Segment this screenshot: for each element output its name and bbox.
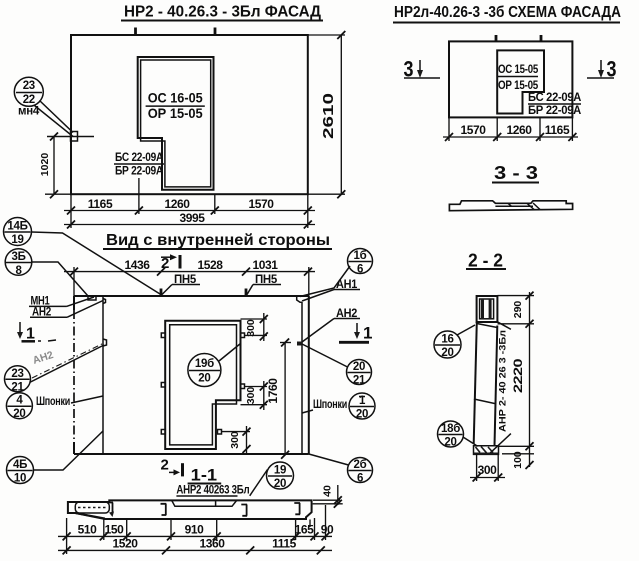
svg-text:НР2л-40.26-3 -3б СХЕМА ФАСАДА: НР2л-40.26-3 -3б СХЕМА ФАСАДА (394, 4, 621, 21)
svg-text:23: 23 (23, 80, 35, 92)
svg-text:1165: 1165 (545, 123, 570, 137)
svg-text:2: 2 (161, 457, 169, 474)
svg-text:910: 910 (185, 523, 205, 537)
svg-text:ПН5: ПН5 (174, 274, 197, 286)
svg-text:НР2 - 40.26.3 - 3Бл ФАСАД: НР2 - 40.26.3 - 3Бл ФАСАД (124, 4, 322, 21)
svg-text:Вид с внутренней стороны: Вид с внутренней стороны (106, 232, 330, 249)
svg-text:2610: 2610 (321, 93, 337, 139)
svg-text:1031: 1031 (252, 258, 278, 272)
svg-text:АНР 2- 40 26 3 -3Бл: АНР 2- 40 26 3 -3Бл (498, 330, 509, 432)
svg-text:14Б: 14Б (7, 221, 27, 233)
svg-text:АНР2 40263 3Бл: АНР2 40263 3Бл (176, 485, 249, 497)
svg-text:мн4: мн4 (18, 106, 40, 118)
svg-text:150: 150 (105, 523, 125, 537)
svg-text:ОС 16-05: ОС 16-05 (148, 90, 203, 106)
svg-text:300: 300 (229, 431, 241, 449)
svg-text:2220: 2220 (511, 358, 525, 393)
svg-text:19: 19 (11, 234, 23, 246)
svg-text:300: 300 (478, 463, 498, 477)
svg-text:21: 21 (353, 375, 366, 387)
svg-text:1б: 1б (354, 250, 367, 262)
svg-text:20: 20 (444, 437, 456, 449)
svg-text:ОС 15-05: ОС 15-05 (498, 64, 539, 76)
svg-text:3: 3 (607, 57, 617, 82)
svg-text:20: 20 (353, 361, 365, 373)
svg-text:20: 20 (13, 408, 25, 420)
svg-text:300: 300 (245, 319, 257, 337)
svg-text:АН2: АН2 (32, 307, 51, 319)
svg-text:1570: 1570 (248, 197, 274, 211)
svg-text:10: 10 (14, 473, 26, 485)
svg-text:ПН5: ПН5 (255, 274, 278, 286)
svg-text:3 - 3: 3 - 3 (494, 163, 538, 183)
svg-text:6: 6 (357, 264, 363, 276)
svg-text:1520: 1520 (112, 537, 138, 551)
svg-text:3: 3 (404, 57, 414, 82)
svg-text:1436: 1436 (124, 258, 150, 272)
svg-text:16: 16 (441, 334, 453, 346)
svg-text:1360: 1360 (199, 537, 225, 551)
svg-text:510: 510 (78, 523, 98, 537)
svg-text:165: 165 (295, 523, 315, 537)
svg-text:1-1: 1-1 (191, 466, 217, 485)
svg-text:1: 1 (363, 324, 372, 343)
svg-text:БС 22-09А: БС 22-09А (115, 152, 163, 164)
svg-text:2: 2 (161, 255, 169, 272)
svg-text:20: 20 (441, 347, 453, 359)
svg-text:8: 8 (15, 265, 22, 277)
svg-text:БС 22-09А: БС 22-09А (528, 92, 581, 104)
svg-text:20: 20 (198, 373, 210, 385)
svg-text:ОР 15-05: ОР 15-05 (148, 105, 203, 121)
svg-text:1165: 1165 (88, 197, 113, 211)
svg-text:АН2: АН2 (336, 308, 357, 320)
svg-text:1528: 1528 (197, 258, 223, 272)
svg-text:2 - 2: 2 - 2 (468, 251, 503, 271)
svg-text:1: 1 (359, 395, 366, 407)
svg-text:100: 100 (512, 451, 524, 469)
svg-text:2б: 2б (354, 459, 367, 471)
svg-text:4: 4 (16, 395, 23, 407)
svg-text:90: 90 (321, 523, 334, 537)
svg-text:Шпонки: Шпонки (36, 396, 70, 408)
svg-text:21: 21 (11, 381, 24, 393)
svg-text:19б: 19б (195, 358, 214, 370)
svg-text:1260: 1260 (164, 197, 190, 211)
svg-text:3Б: 3Б (11, 251, 25, 263)
svg-text:МН1: МН1 (31, 296, 51, 308)
svg-text:БР 22-09А: БР 22-09А (115, 166, 163, 178)
svg-text:1260: 1260 (506, 123, 532, 137)
svg-text:6: 6 (357, 473, 363, 485)
svg-text:22: 22 (23, 94, 35, 106)
svg-text:1020: 1020 (39, 153, 51, 177)
svg-text:1115: 1115 (272, 537, 296, 551)
svg-text:Шпонки: Шпонки (313, 399, 347, 411)
svg-text:19: 19 (274, 465, 286, 477)
svg-text:БР 22-09А: БР 22-09А (528, 105, 581, 117)
svg-text:1570: 1570 (460, 123, 486, 137)
svg-text:23: 23 (11, 368, 23, 380)
svg-text:20: 20 (274, 478, 286, 490)
svg-text:4Б: 4Б (13, 459, 27, 471)
svg-text:290: 290 (512, 301, 524, 319)
svg-text:18б: 18б (441, 423, 460, 435)
svg-text:ОР 15-05: ОР 15-05 (498, 80, 539, 92)
svg-text:300: 300 (245, 387, 257, 405)
svg-text:40: 40 (322, 485, 334, 497)
svg-text:3995: 3995 (179, 211, 205, 225)
svg-text:1: 1 (26, 326, 35, 343)
svg-text:1760: 1760 (266, 378, 280, 404)
svg-text:АН1: АН1 (336, 279, 358, 291)
svg-text:20: 20 (356, 409, 368, 421)
